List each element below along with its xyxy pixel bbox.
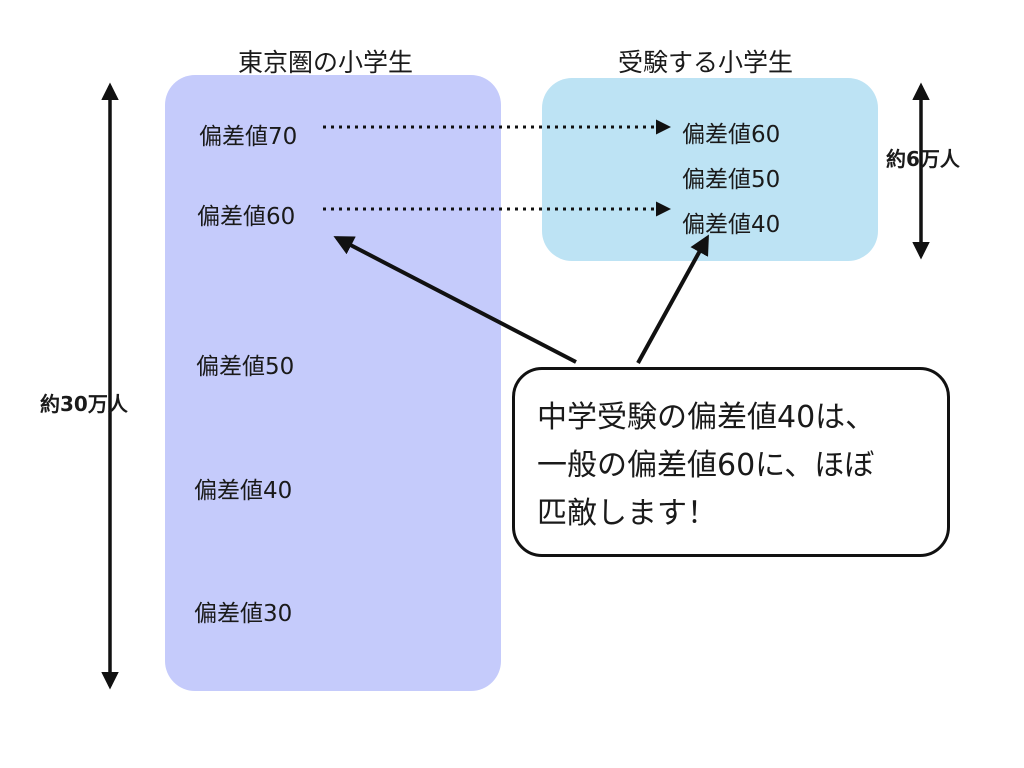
exam-students-box — [542, 78, 878, 261]
callout-box: 中学受験の偏差値40は、 一般の偏差値60に、ほぼ 匹敵します！ — [512, 367, 950, 557]
exam-students-title: 受験する小学生 — [618, 48, 794, 77]
left-label-30: 偏差値30 — [194, 601, 293, 627]
right-label-50: 偏差値50 — [682, 167, 781, 193]
left-label-50: 偏差値50 — [196, 354, 295, 380]
callout-line-3: 匹敵します！ — [537, 496, 717, 531]
right-label-60: 偏差値60 — [682, 122, 781, 148]
callout-line-2: 一般の偏差値60に、ほぼ — [537, 448, 875, 483]
left-label-60: 偏差値60 — [197, 204, 296, 230]
left-population-count: 約30万人 — [40, 392, 128, 416]
callout-line-1: 中学受験の偏差値40は、 — [537, 400, 876, 435]
tokyo-students-title: 東京圏の小学生 — [238, 48, 414, 77]
right-label-40: 偏差値40 — [682, 212, 781, 238]
callout-arrow-to-right-40 — [636, 234, 709, 364]
callout-arrow-to-left-60 — [333, 236, 577, 364]
left-label-40: 偏差値40 — [194, 478, 293, 504]
left-label-70: 偏差値70 — [199, 124, 298, 150]
right-population-count: 約6万人 — [886, 147, 960, 171]
tokyo-students-box — [165, 75, 501, 691]
